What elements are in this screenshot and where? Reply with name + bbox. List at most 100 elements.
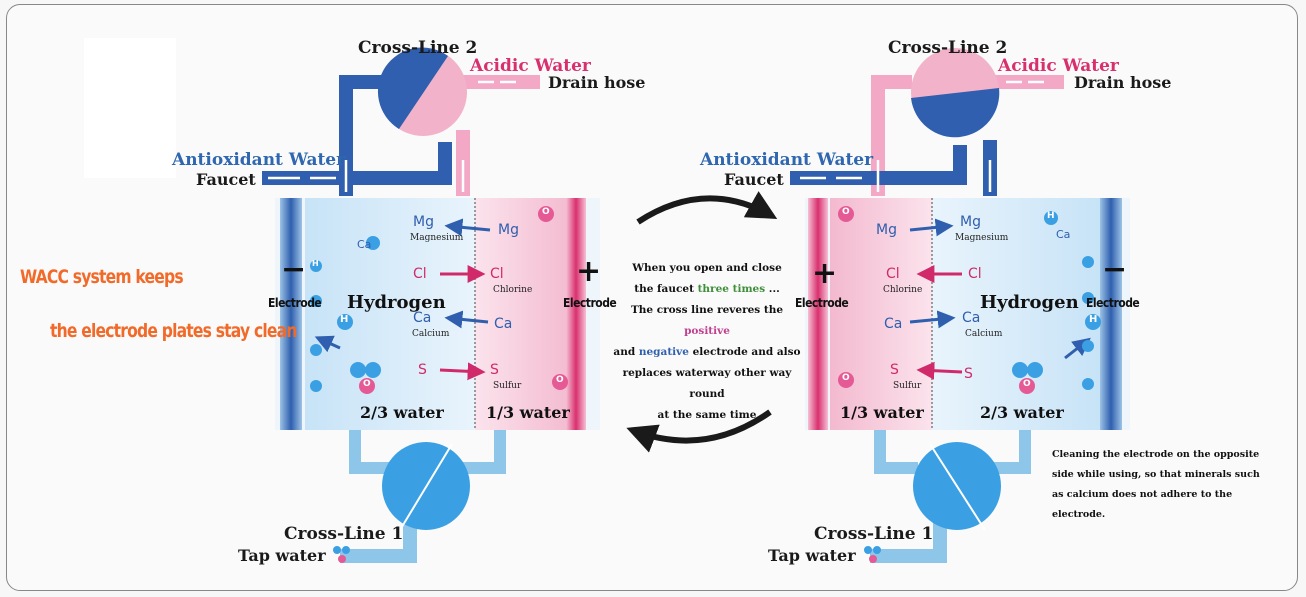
left-mg-ion-anode: Mg xyxy=(498,222,519,238)
right-flow-arrow-2 xyxy=(876,160,992,192)
h-letter: H xyxy=(1089,314,1098,325)
right-mg-ion-anode: Mg xyxy=(876,222,897,238)
left-tap-pipe xyxy=(340,520,417,563)
h-letter: H xyxy=(340,314,349,325)
right-electrode-label-negative: Electrode xyxy=(1086,296,1140,310)
left-anode-chamber xyxy=(475,198,575,430)
left-cl-name: Chlorine xyxy=(493,285,533,295)
right-s-arrow xyxy=(916,361,963,380)
center-line-3: The cross line reveres the positive xyxy=(612,300,802,342)
o-letter: O xyxy=(1023,379,1031,389)
left-minus-sign: − xyxy=(281,252,307,287)
right-minus-sign: − xyxy=(1102,252,1128,287)
left-s-ion-anode: S xyxy=(490,362,499,378)
positive-highlight: positive xyxy=(684,325,730,337)
right-electrode-plate-negative xyxy=(1100,198,1122,430)
right-bottom-pipe-l xyxy=(874,430,918,474)
left-cl-ion-cathode: Cl xyxy=(413,266,427,282)
left-antioxidant-water-label: Antioxidant Water xyxy=(172,150,346,170)
left-mg-arrow xyxy=(444,218,491,237)
cleaning-note: Cleaning the electrode on the opposite s… xyxy=(1052,445,1282,525)
center-line-2: the faucet three times ... xyxy=(612,279,802,300)
right-antioxidant-water-label: Antioxidant Water xyxy=(700,150,874,170)
left-ca-ion-cathode: Ca xyxy=(413,310,432,326)
left-s-arrow xyxy=(439,362,486,381)
left-mg-name: Magnesium xyxy=(410,233,464,243)
h-letter: H xyxy=(312,259,319,268)
h-letter: H xyxy=(1047,211,1055,221)
o-letter: O xyxy=(842,373,850,383)
right-o-circle-small xyxy=(1019,378,1035,394)
center-line-2-text: the faucet xyxy=(634,283,698,295)
left-o-circle-small xyxy=(359,378,375,394)
right-electrode-plate-positive xyxy=(808,198,828,430)
left-bottom-pipe-r xyxy=(460,430,506,474)
note-line-2: side while using, so that minerals such xyxy=(1052,469,1260,480)
left-electrode-plate-positive xyxy=(566,198,586,430)
left-plus-sign: + xyxy=(576,254,602,289)
right-mg-arrow xyxy=(909,218,954,237)
right-s-ion-anode: S xyxy=(890,362,899,378)
right-ca-name: Calcium xyxy=(965,329,1003,339)
center-line-5: replaces waterway other way round xyxy=(622,367,792,400)
left-electrode-label-negative: Electrode xyxy=(268,296,322,310)
center-line-6: at the same time xyxy=(657,409,757,421)
right-s-name: Sulfur xyxy=(893,381,922,391)
right-mg-ion-cathode: Mg xyxy=(960,214,981,230)
wacc-line-2: the electrode plates stay clean xyxy=(50,320,297,342)
left-h-arrow xyxy=(314,335,341,353)
center-line-3-text: The cross line reveres the xyxy=(630,304,784,316)
left-o-circle-bottom xyxy=(552,374,568,390)
right-crossline2-valve-blue xyxy=(911,88,1000,138)
note-line-3: as calcium does not adhere to the electr… xyxy=(1052,489,1233,520)
right-o-circle-bottom xyxy=(838,372,854,388)
o-letter: O xyxy=(363,379,371,389)
center-line-2-ellipsis: ... xyxy=(765,283,780,295)
center-line-4-text-b: electrode and also xyxy=(688,346,801,358)
left-drain-hose-label: Drain hose xyxy=(548,73,646,92)
center-line-4-text-a: and xyxy=(613,346,639,358)
left-crossline2-valve-blue xyxy=(377,47,448,129)
right-faucet-label: Faucet xyxy=(724,170,784,189)
right-acidic-water-label: Acidic Water xyxy=(998,56,1119,76)
o-letter: O xyxy=(556,375,564,385)
right-cathode-chamber xyxy=(932,198,1100,430)
note-line-1: Cleaning the electrode on the opposite xyxy=(1052,449,1260,460)
right-anode-chamber xyxy=(830,198,932,430)
right-mg-name: Magnesium xyxy=(955,233,1009,243)
left-panel xyxy=(262,47,600,563)
right-ca-arrow xyxy=(909,310,956,329)
left-water-one-third: 1/3 water xyxy=(486,403,570,422)
center-line-4: and negative electrode and also xyxy=(612,342,802,363)
right-crossline1-label: Cross-Line 1 xyxy=(814,524,934,544)
left-acidic-water-label: Acidic Water xyxy=(470,56,591,76)
left-faucet-label: Faucet xyxy=(196,170,256,189)
right-tap-water-label: Tap water xyxy=(768,546,856,565)
left-cl-ion-anode: Cl xyxy=(490,266,504,282)
left-water-two-thirds: 2/3 water xyxy=(360,403,444,422)
left-electrode-plate-negative xyxy=(280,198,302,430)
right-pink-pipe-a xyxy=(871,75,912,196)
center-line-1: When you open and close xyxy=(632,262,782,274)
left-hydrogen-label: Hydrogen xyxy=(347,292,446,313)
right-tap-pipe xyxy=(870,520,947,563)
left-tap-water-label: Tap water xyxy=(238,546,326,565)
left-tap-molecule xyxy=(333,546,350,563)
right-bottom-pipe-r xyxy=(990,430,1031,474)
blank-block xyxy=(84,38,176,178)
right-hydrogen-label: Hydrogen xyxy=(980,292,1079,313)
left-top-pipe-a xyxy=(339,75,388,196)
left-ca-ion-anode: Ca xyxy=(494,316,513,332)
right-cl-name: Chlorine xyxy=(883,285,923,295)
wacc-line-1: WACC system keeps xyxy=(20,266,184,288)
three-times-highlight: three times xyxy=(697,283,766,295)
right-electrode-label-positive: Electrode xyxy=(795,296,849,310)
left-ca-arrow xyxy=(444,310,489,329)
right-ca-small: Ca xyxy=(1056,228,1071,241)
left-crossline1-label: Cross-Line 1 xyxy=(284,524,404,544)
right-ca-ion-cathode: Ca xyxy=(962,310,981,326)
right-water-two-thirds: 2/3 water xyxy=(980,403,1064,422)
right-ca-ion-anode: Ca xyxy=(884,316,903,332)
right-cl-ion-anode: Cl xyxy=(886,266,900,282)
